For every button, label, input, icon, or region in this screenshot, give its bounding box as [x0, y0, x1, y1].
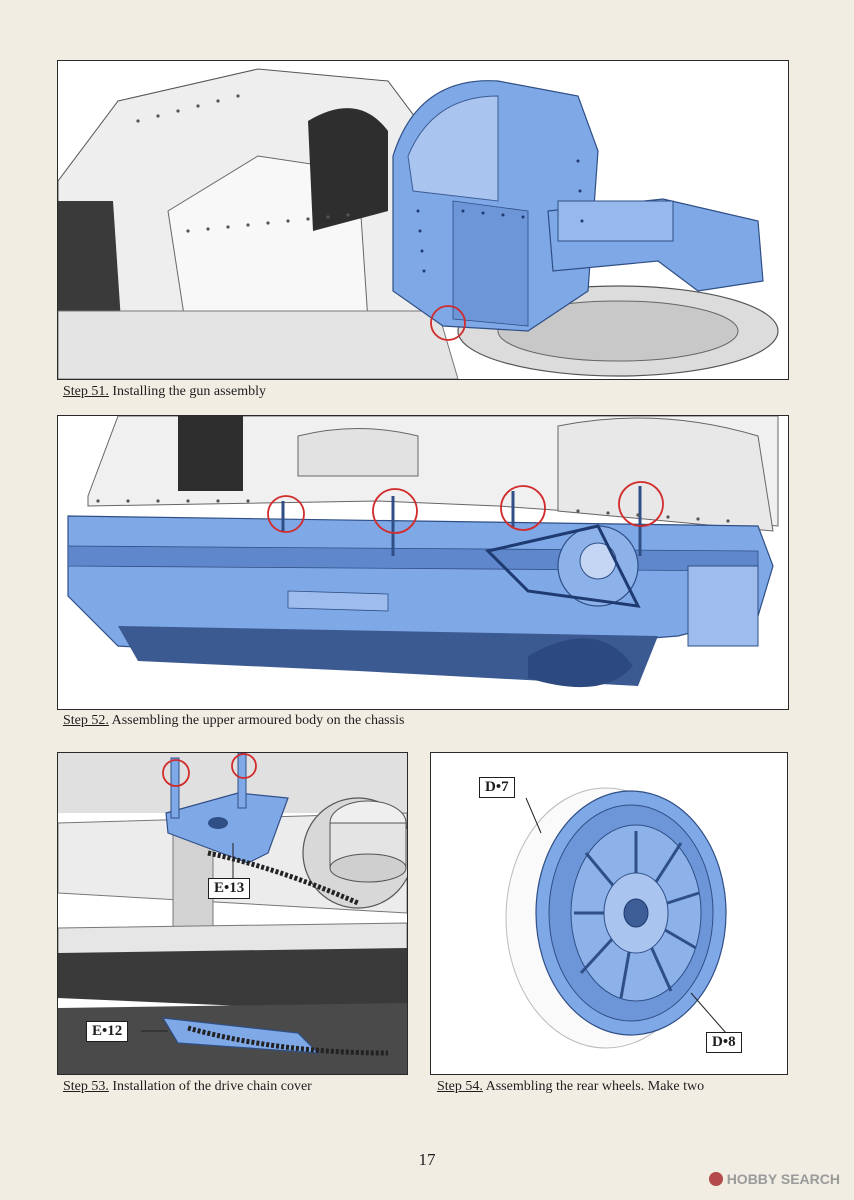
step-description: Assembling the upper armoured body on th… — [111, 713, 405, 728]
page-number: 17 — [418, 1150, 436, 1169]
highlight-circle — [430, 305, 466, 341]
step-number: Step 53. — [63, 1079, 109, 1094]
rear-wheel-drawing — [505, 787, 727, 1049]
step-53-illustration: E•13 E•12 — [57, 752, 408, 1075]
drive-chain-cover-drawing — [58, 753, 407, 1074]
step-description: Installing the gun assembly — [112, 384, 266, 399]
part-label-e12: E•12 — [86, 1021, 129, 1042]
part-label-d8: D•8 — [706, 1032, 742, 1053]
part-label-e13: E•13 — [208, 878, 251, 899]
highlight-circle — [618, 481, 664, 527]
step-description: Assembling the rear wheels. Make two — [485, 1079, 705, 1094]
step-51-caption: Step 51. Installing the gun assembly — [63, 384, 266, 400]
armoured-body-on-chassis-drawing — [67, 416, 779, 688]
part-label-d7: D•7 — [479, 777, 515, 798]
watermark-text: HOBBY SEARCH — [726, 1171, 840, 1187]
step-52-caption: Step 52. Assembling the upper armoured b… — [63, 713, 404, 729]
step-description: Installation of the drive chain cover — [112, 1079, 312, 1094]
highlight-circle — [372, 488, 418, 534]
highlight-circle — [267, 495, 305, 533]
step-54-caption: Step 54. Assembling the rear wheels. Mak… — [437, 1079, 704, 1095]
step-number: Step 52. — [63, 713, 109, 728]
step-number: Step 54. — [437, 1079, 483, 1094]
hobby-search-logo-icon — [708, 1172, 723, 1186]
step-53-caption: Step 53. Installation of the drive chain… — [63, 1079, 312, 1095]
step-52-illustration — [57, 415, 789, 710]
step-51-illustration — [57, 60, 789, 380]
step-number: Step 51. — [63, 384, 109, 399]
watermark: HOBBY SEARCH — [708, 1171, 840, 1187]
step-54-illustration: D•7 D•8 — [430, 752, 788, 1075]
highlight-circle — [162, 759, 190, 787]
gun-assembly-drawing — [58, 68, 779, 379]
highlight-circle — [500, 485, 546, 531]
highlight-circle — [231, 753, 257, 779]
